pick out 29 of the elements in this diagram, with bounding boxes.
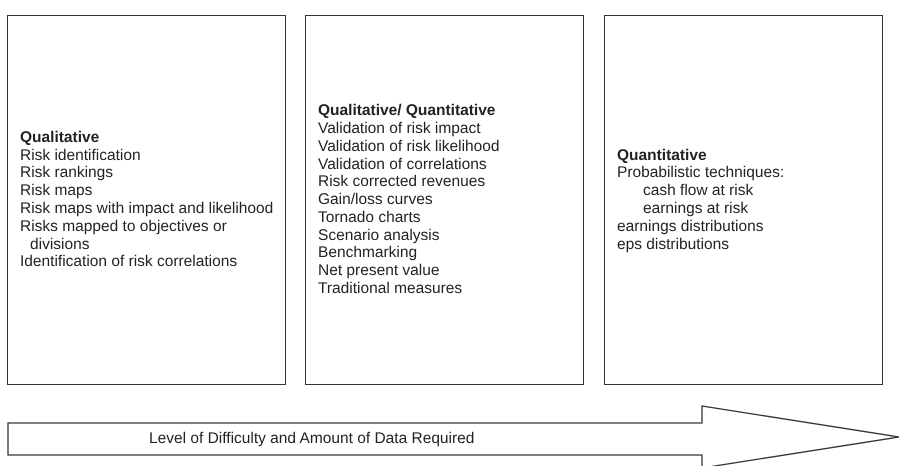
block-arrow — [7, 405, 900, 466]
arrow-label: Level of Difficulty and Amount of Data Required — [149, 430, 474, 448]
list-item: Tornado charts — [318, 208, 422, 227]
list-item: Risks mapped to objectives or divisions — [20, 218, 228, 254]
category-box — [7, 15, 286, 385]
list-item: earnings distributions — [617, 218, 764, 236]
list-item: eps distributions — [617, 236, 730, 254]
list-item: earnings at risk — [642, 200, 750, 218]
category-heading: Qualitative — [20, 128, 100, 147]
category-box — [305, 15, 584, 385]
list-item: Net present value — [318, 262, 440, 280]
list-item: Probabilistic techniques: — [617, 164, 786, 182]
list-item: Validation of risk likelihood — [318, 138, 501, 156]
list-item: Validation of risk impact — [318, 120, 482, 138]
list-item: cash flow at risk — [642, 182, 754, 200]
list-item: Scenario analysis — [318, 226, 440, 244]
category-heading: Quantitative — [617, 146, 708, 164]
list-item: Risk corrected revenues — [318, 173, 486, 192]
category-heading: Qualitative/ Quantitative — [318, 102, 496, 120]
category-box — [604, 15, 883, 385]
list-item: Validation of correlations — [318, 156, 488, 174]
list-item: Risk rankings — [20, 164, 114, 182]
list-item: Benchmarking — [318, 244, 418, 262]
list-item: Risk identification — [20, 146, 142, 164]
list-item: Identification of risk correlations — [20, 253, 238, 272]
list-item: Gain/loss curves — [318, 191, 434, 209]
list-item: Risk maps — [20, 182, 94, 200]
list-item: Risk maps with impact and likelihood — [20, 200, 274, 218]
list-item: Traditional measures — [318, 280, 464, 298]
